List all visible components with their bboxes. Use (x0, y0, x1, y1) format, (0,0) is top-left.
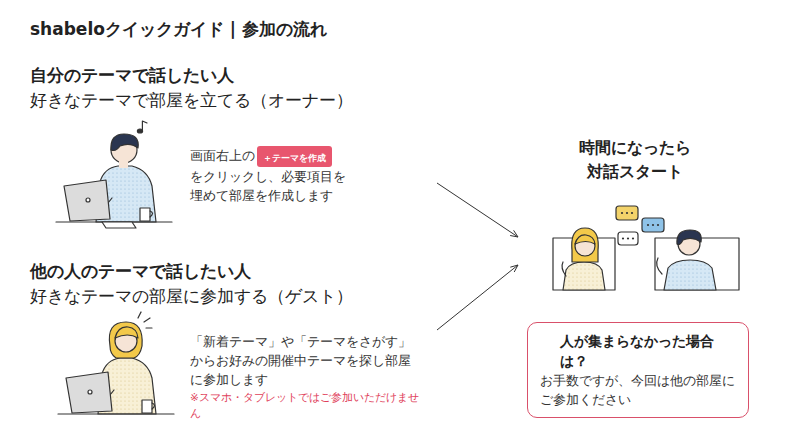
section-box: 他の人のテーマで話したい人好きなテーマの部屋に参加する（ゲスト） 「新着テーマ」や… (30, 260, 435, 435)
section-subheading: 好きなテーマで部屋を立てる（オーナー） (30, 89, 353, 112)
owner-figure (64, 180, 110, 221)
notice-body: お手数ですが、今回は他の部屋にご参加ください (540, 371, 736, 409)
chat-figure (677, 230, 701, 245)
flow-line (437, 265, 518, 330)
flow-arrow (437, 265, 518, 330)
bubble-dots (631, 212, 633, 214)
description-text: 「新着テーマ」や「テーマをさがす」からお好みの開催中テーマを探し部屋に参加します (190, 332, 422, 389)
guest-figure (142, 400, 152, 413)
chat-figure (553, 206, 739, 290)
owner-figure (86, 198, 90, 202)
owner-figure (140, 208, 150, 221)
bubble-dots (622, 237, 624, 239)
guest-figure (66, 372, 112, 413)
start-area: 時間になったら 対話スタート (520, 132, 750, 300)
guest-figure (109, 322, 142, 358)
flow-arrow (437, 183, 518, 237)
chat-figure (563, 262, 605, 290)
arrow-head (510, 265, 518, 272)
bubble-dots (621, 212, 623, 214)
description: 画面右上の ＋テーマを作成をクリックし、必要項目を埋めて部屋を作成します (190, 146, 350, 205)
description: 「新着テーマ」や「テーマをさがす」からお好みの開催中テーマを探し部屋に参加します… (190, 332, 422, 421)
owner-figure (102, 222, 136, 228)
guest-figure (144, 318, 150, 322)
flow-line (437, 183, 518, 237)
owner-figure (56, 121, 172, 228)
guest-figure (58, 413, 174, 414)
page-title: shabeloクイックガイド | 参加の流れ (30, 18, 327, 41)
bubble-dots (632, 237, 634, 239)
start-heading: 時間になったら 対話スタート (574, 132, 696, 184)
owner-figure (111, 134, 138, 151)
chat-figure (616, 206, 638, 220)
chat-figure (575, 235, 595, 244)
description-text: をクリックし、必要項目を埋めて部屋を作成します (190, 167, 350, 205)
chat-figure (618, 232, 638, 245)
notice-heading: 人が集まらなかった場合は？ (540, 331, 736, 371)
owner-figure (150, 211, 153, 217)
bubble-dots (621, 212, 659, 240)
bubble-dots (657, 224, 659, 226)
bubble-dots (652, 224, 654, 226)
guest-figure (152, 403, 155, 409)
button-label: ＋テーマを作成 (263, 153, 326, 163)
chat-figure (642, 218, 664, 232)
chat-figure (657, 258, 662, 274)
create-button: ＋テーマを作成 (257, 146, 332, 167)
guest-figure (115, 327, 138, 338)
description-text: 画面右上の (190, 148, 255, 163)
bubble-dots (626, 212, 628, 214)
guest-figure (146, 327, 152, 328)
chat-figure (664, 260, 716, 290)
guest-figure (58, 312, 174, 414)
warning-note: ※スマホ・タブレットではご参加いただけません (190, 389, 422, 421)
section-subheading: 好きなテーマの部屋に参加する（ゲスト） (30, 285, 353, 308)
bubble-dots (647, 224, 649, 226)
chat-figure (562, 262, 566, 276)
guest-figure (138, 312, 141, 318)
chat-figure (572, 228, 598, 262)
notice-box: 人が集まらなかった場合は？お手数ですが、今回は他の部屋にご参加ください (527, 322, 749, 418)
section-heading: 他の人のテーマで話したい人 (30, 260, 251, 283)
section-box: 自分のテーマで話したい人好きなテーマで部屋を立てる（オーナー） 画面右上の ＋テーマ… (30, 64, 435, 232)
owner-figure (119, 160, 128, 168)
arrow-head (510, 230, 518, 237)
section-heading: 自分のテーマで話したい人 (30, 64, 234, 87)
guest-figure (88, 390, 92, 394)
bubble-dots (627, 237, 629, 239)
owner-figure (142, 121, 147, 131)
